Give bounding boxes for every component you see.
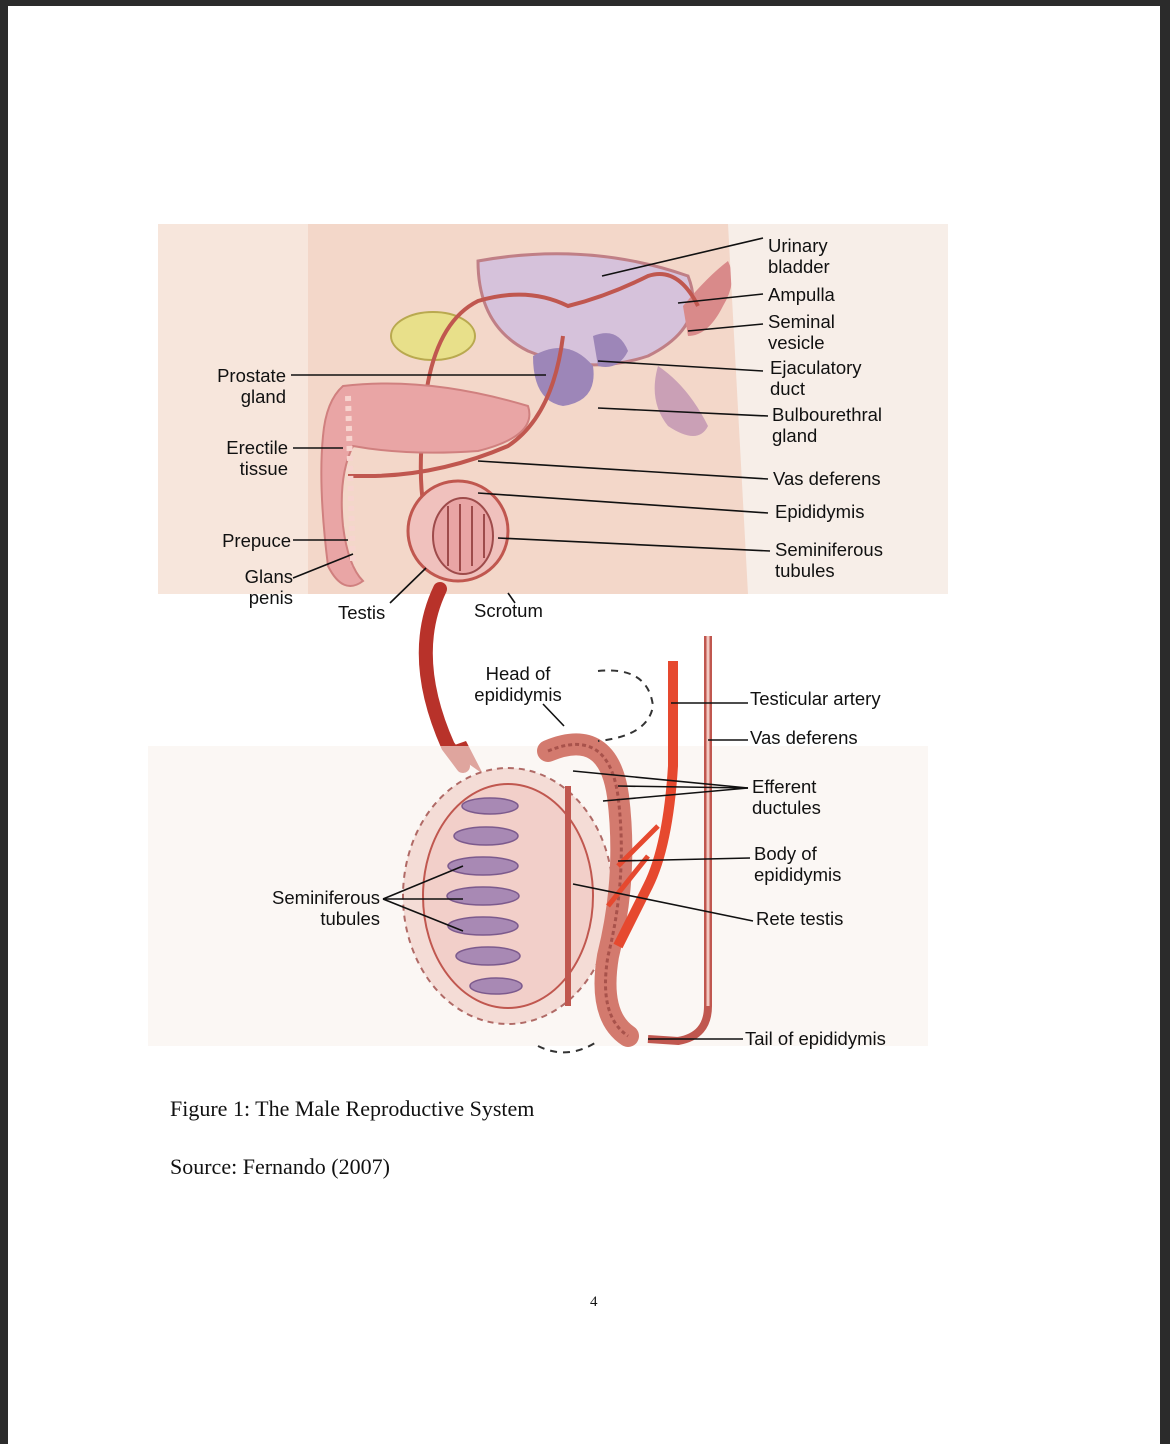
label-ampulla: Ampulla [768, 284, 835, 305]
label-erectile-tissue: Erectile tissue [226, 437, 288, 479]
seminal-vesicle-shape [683, 261, 732, 336]
label-urinary-bladder: Urinary bladder [768, 235, 830, 277]
label-prepuce: Prepuce [222, 530, 291, 551]
label-body-of-epididymis: Body of epididymis [754, 843, 842, 885]
ejaculatory-region-shape [593, 333, 628, 367]
vas-deferens-detail-shape [647, 636, 712, 1046]
label-prostate-gland: Prostate gland [217, 365, 286, 407]
magnify-arrow [418, 582, 470, 773]
label-bulbourethral-gland: Bulbourethral gland [772, 404, 883, 446]
testis-detail [148, 636, 928, 1054]
erectile-tissue-shape [345, 395, 356, 567]
label-vas-deferens-bottom: Vas deferens [750, 727, 858, 748]
label-efferent-ductules: Efferent ductules [752, 776, 821, 818]
callout-bottom [537, 1040, 599, 1054]
label-testicular-artery: Testicular artery [750, 688, 881, 709]
sagittal-section [158, 224, 948, 594]
page-number: 4 [590, 1294, 598, 1310]
rectum-shape [654, 366, 708, 436]
label-rete-testis: Rete testis [756, 908, 844, 929]
lobules [446, 797, 523, 995]
right-background-shape [728, 224, 948, 594]
leader-lines [291, 237, 771, 1040]
label-testis: Testis [338, 602, 386, 623]
tubule-lines [447, 504, 485, 571]
epididymis-coils [547, 742, 629, 1038]
label-seminiferous-tubules-bottom: Seminiferous tubules [272, 887, 380, 929]
artery-branches [606, 824, 660, 908]
anatomy-figure: Urinary bladder Ampulla Seminal vesicle … [8, 6, 1160, 1106]
label-epididymis: Epididymis [775, 501, 865, 522]
urethra-shape [348, 335, 565, 478]
label-ejaculatory-duct: Ejaculatory duct [770, 357, 862, 399]
label-seminiferous-tubules-top: Seminiferous tubules [775, 539, 883, 581]
label-scrotum: Scrotum [474, 600, 543, 621]
callout-top [597, 669, 655, 742]
figure-source: Source: Fernando (2007) [170, 1154, 390, 1179]
document-page: Urinary bladder Ampulla Seminal vesicle … [8, 6, 1160, 1444]
label-seminal-vesicle: Seminal vesicle [768, 311, 835, 353]
vas-deferens-shape [418, 272, 700, 568]
label-tail-of-epididymis: Tail of epididymis [745, 1028, 886, 1049]
pubic-bone-shape [390, 311, 476, 361]
label-glans-penis: Glans penis [244, 566, 293, 608]
penis-shape [320, 382, 531, 587]
label-head-of-epididymis: Head of epididymis [474, 663, 562, 705]
label-vas-deferens-top: Vas deferens [773, 468, 881, 489]
figure-caption: Figure 1: The Male Reproductive System [170, 1096, 535, 1121]
anatomy-illustration [148, 224, 948, 1054]
